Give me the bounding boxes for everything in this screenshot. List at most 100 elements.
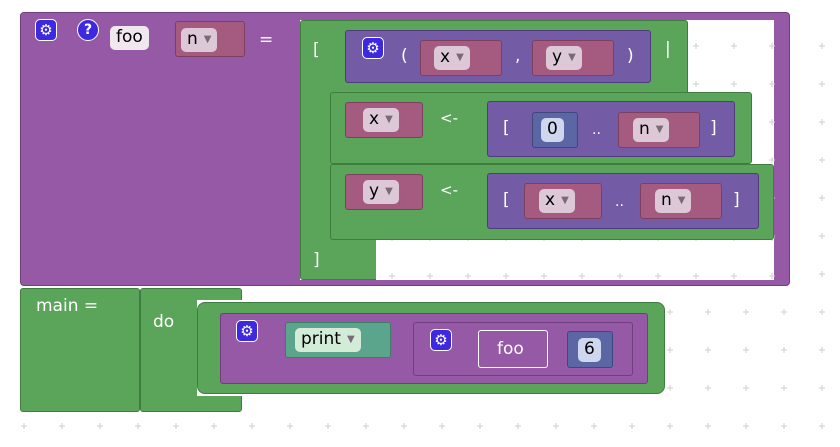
generator-y-arrow: <- [440,181,458,199]
dropdown-arrow-icon: ▼ [385,114,393,125]
tuple-close-paren: ) [627,46,634,66]
grid-cross [781,385,787,391]
grid-cross [477,423,483,429]
grid-cross [439,423,445,429]
tuple-y-dropdown[interactable]: y▼ [546,46,582,70]
list-close-bracket: ] [313,250,320,270]
grid-cross [781,309,787,315]
print-dropdown[interactable]: print ▼ [295,328,361,352]
dropdown-arrow-icon: ▼ [385,186,393,197]
range-x-from-field[interactable]: 0 [541,118,564,142]
grid-cross [97,423,103,429]
range-x-close-bracket: ] [710,118,717,138]
grid-cross [819,309,825,315]
range-y-open-bracket: [ [503,190,510,210]
main-block[interactable] [20,288,140,412]
grid-cross [705,423,711,429]
do-label: do [153,312,175,332]
dropdown-arrow-icon: ▼ [568,52,576,63]
dropdown-arrow-icon: ▼ [456,52,464,63]
help-icon[interactable]: ? [77,19,99,41]
range-y-close-bracket: ] [733,190,740,210]
tuple-open-paren: ( [401,46,408,66]
range-y-to-dropdown[interactable]: n▼ [655,189,692,213]
grid-cross [743,423,749,429]
grid-cross [731,81,737,87]
grid-cross [705,347,711,353]
range-y-to-label: n [661,190,672,210]
grid-cross [211,423,217,429]
grid-cross [743,309,749,315]
number-field[interactable]: 6 [578,338,601,362]
gear-icon[interactable]: ⚙ [430,329,452,351]
grid-cross [819,233,825,239]
grid-cross [465,273,471,279]
grid-cross [781,347,787,353]
grid-cross [325,423,331,429]
main-label: main = [36,296,99,316]
grid-cross [819,81,825,87]
grid-cross [819,347,825,353]
generator-x-arrow: <- [440,109,458,127]
gear-icon[interactable]: ⚙ [35,19,57,41]
grid-cross [819,195,825,201]
dropdown-arrow-icon: ▼ [346,334,355,345]
list-open-bracket: [ [313,40,320,60]
grid-cross [21,423,27,429]
grid-cross [819,423,825,429]
print-label: print [301,329,341,349]
grid-cross [693,81,699,87]
range-y-from-dropdown[interactable]: x▼ [539,189,575,213]
tuple-comma: , [515,46,521,66]
grid-cross [579,273,585,279]
grid-cross [743,347,749,353]
tuple-x-label: x [440,47,451,67]
grid-cross [769,157,775,163]
grid-cross [249,423,255,429]
grid-cross [705,385,711,391]
gear-icon[interactable]: ⚙ [362,37,384,59]
generator-y-dropdown[interactable]: y▼ [363,180,399,204]
grid-cross [629,423,635,429]
grid-cross [389,273,395,279]
dropdown-arrow-icon: ▼ [561,195,569,206]
grid-cross [819,119,825,125]
grid-cross [743,385,749,391]
param-n-dropdown[interactable]: n▼ [181,28,218,52]
grid-cross [287,423,293,429]
grid-cross [591,423,597,429]
dropdown-arrow-icon: ▼ [677,195,686,206]
grid-cross [667,423,673,429]
function-name-field[interactable]: foo [110,26,149,50]
dropdown-arrow-icon: ▼ [203,34,212,45]
generator-y-label: y [369,181,380,201]
equals-sign: = [259,30,274,50]
grid-cross [427,273,433,279]
grid-cross [731,273,737,279]
generator-x-dropdown[interactable]: x▼ [363,108,399,132]
grid-cross [819,385,825,391]
grid-cross [667,309,673,315]
tuple-x-dropdown[interactable]: x▼ [434,46,470,70]
range-y-dots: .. [615,194,624,210]
list-bar: | [665,39,671,59]
range-x-to-dropdown[interactable]: n▼ [633,118,670,142]
grid-cross [541,273,547,279]
grid-cross [731,43,737,49]
grid-cross [769,43,775,49]
grid-cross [553,423,559,429]
foo-call-label: foo [497,339,524,359]
grid-cross [173,423,179,429]
grid-cross [769,119,775,125]
grid-cross [655,273,661,279]
range-x-open-bracket: [ [503,118,510,138]
grid-cross [503,273,509,279]
grid-cross [769,273,775,279]
tuple-y-label: y [552,47,563,67]
grid-cross [515,423,521,429]
grid-cross [819,271,825,277]
foo-call-block[interactable] [478,330,548,368]
grid-cross [693,273,699,279]
gear-icon[interactable]: ⚙ [236,320,258,342]
grid-cross [693,43,699,49]
